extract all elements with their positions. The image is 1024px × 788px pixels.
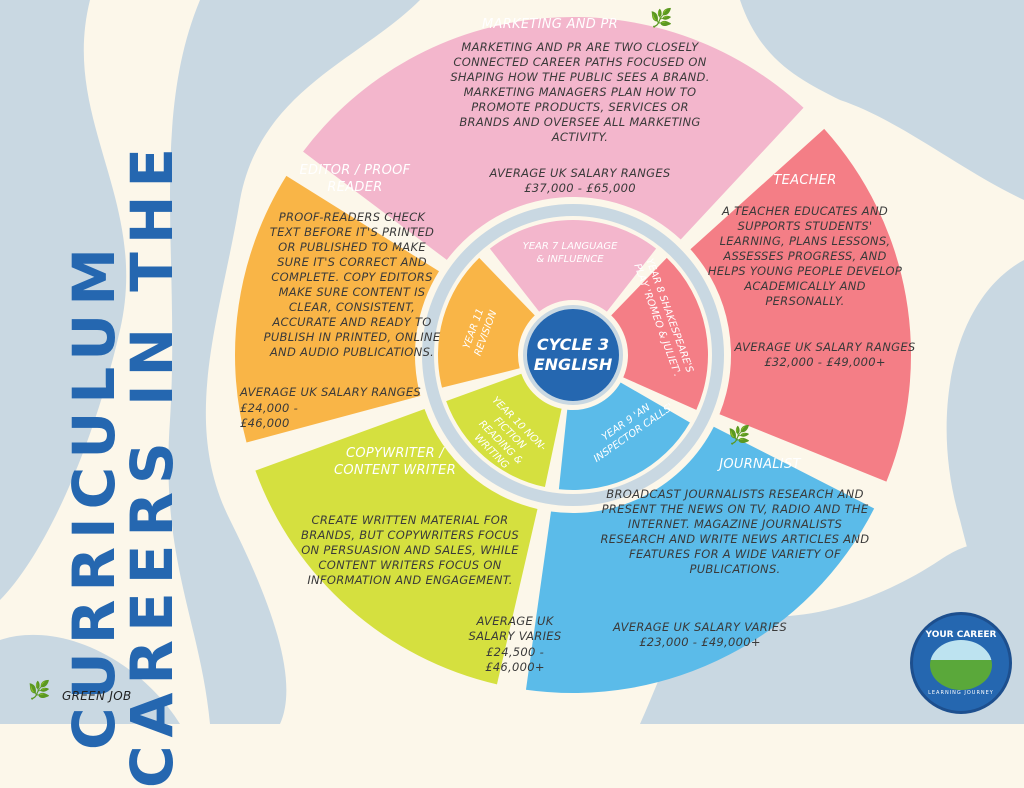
segment-year-10 bbox=[446, 373, 562, 488]
career-title-editor: EDITOR / PROOF READER bbox=[299, 163, 411, 195]
segment-teacher bbox=[690, 128, 911, 482]
career-wheel bbox=[235, 16, 911, 693]
career-title-teacher: TEACHER bbox=[773, 173, 837, 188]
background-pattern bbox=[0, 0, 1024, 724]
green-job-legend: GREEN JOB bbox=[62, 689, 132, 703]
year-7-label: YEAR 7 LANGUAGE & INFLUENCE bbox=[522, 241, 618, 265]
salary-label-copywriter: AVERAGE UK SALARY VARIES bbox=[468, 614, 562, 643]
career-title-marketing: MARKETING AND PR bbox=[481, 17, 619, 32]
your-career-logo: YOUR CAREER LEARNING JOURNEY bbox=[910, 612, 1012, 714]
segment-year-7 bbox=[489, 220, 657, 312]
segment-year-8 bbox=[611, 257, 708, 410]
salary-label-editor: AVERAGE UK SALARY RANGES bbox=[240, 385, 421, 399]
logo-bottom-text: LEARNING JOURNEY bbox=[928, 690, 994, 696]
salary-marketing: £37,000 - £65,000 bbox=[524, 181, 636, 195]
career-body-copywriter: CREATE WRITTEN MATERIAL FOR BRANDS, BUT … bbox=[301, 513, 519, 587]
green-job-leaf-icon: 🌿 bbox=[28, 680, 51, 701]
segment-year-9 bbox=[558, 382, 690, 490]
career-title-journalist: JOURNALIST bbox=[719, 457, 801, 472]
career-title-copywriter: COPYWRITER / CONTENT WRITER bbox=[333, 446, 457, 478]
salary-label-journalist: AVERAGE UK SALARY VARIES bbox=[613, 620, 787, 634]
salary-label-teacher: AVERAGE UK SALARY RANGES bbox=[734, 340, 916, 354]
center-cycle-label: CYCLE 3 ENGLISH bbox=[523, 305, 623, 405]
segment-year-11 bbox=[438, 257, 535, 388]
segment-marketing bbox=[303, 16, 804, 260]
inner-ring bbox=[422, 204, 724, 506]
segment-journalist bbox=[525, 426, 875, 693]
salary-label-marketing: AVERAGE UK SALARY RANGES bbox=[489, 166, 671, 180]
salary-editor: £24,000 - £46,000 bbox=[240, 401, 299, 430]
salary-journalist: £23,000 - £49,000+ bbox=[639, 635, 761, 649]
segment-copywriter bbox=[255, 409, 538, 685]
career-body-marketing: MARKETING AND PR ARE TWO CLOSELY CONNECT… bbox=[450, 40, 710, 144]
segment-editor bbox=[235, 175, 440, 443]
green-job-leaf-icon: 🌿 bbox=[728, 425, 751, 446]
green-job-leaf-icon: 🌿 bbox=[650, 8, 673, 29]
logo-top-text: YOUR CAREER bbox=[925, 630, 997, 640]
salary-copywriter: £24,500 - £46,000+ bbox=[485, 645, 545, 674]
career-body-editor: PROOF-READERS CHECK TEXT BEFORE IT'S PRI… bbox=[263, 210, 441, 359]
career-body-journalist: BROADCAST JOURNALISTS RESEARCH AND PRESE… bbox=[600, 487, 870, 576]
salary-teacher: £32,000 - £49,000+ bbox=[764, 355, 886, 369]
career-body-teacher: A TEACHER EDUCATES AND SUPPORTS STUDENTS… bbox=[707, 204, 903, 308]
logo-landscape-icon bbox=[930, 640, 992, 690]
page-title-line-2: CURRICULUM bbox=[60, 240, 128, 750]
